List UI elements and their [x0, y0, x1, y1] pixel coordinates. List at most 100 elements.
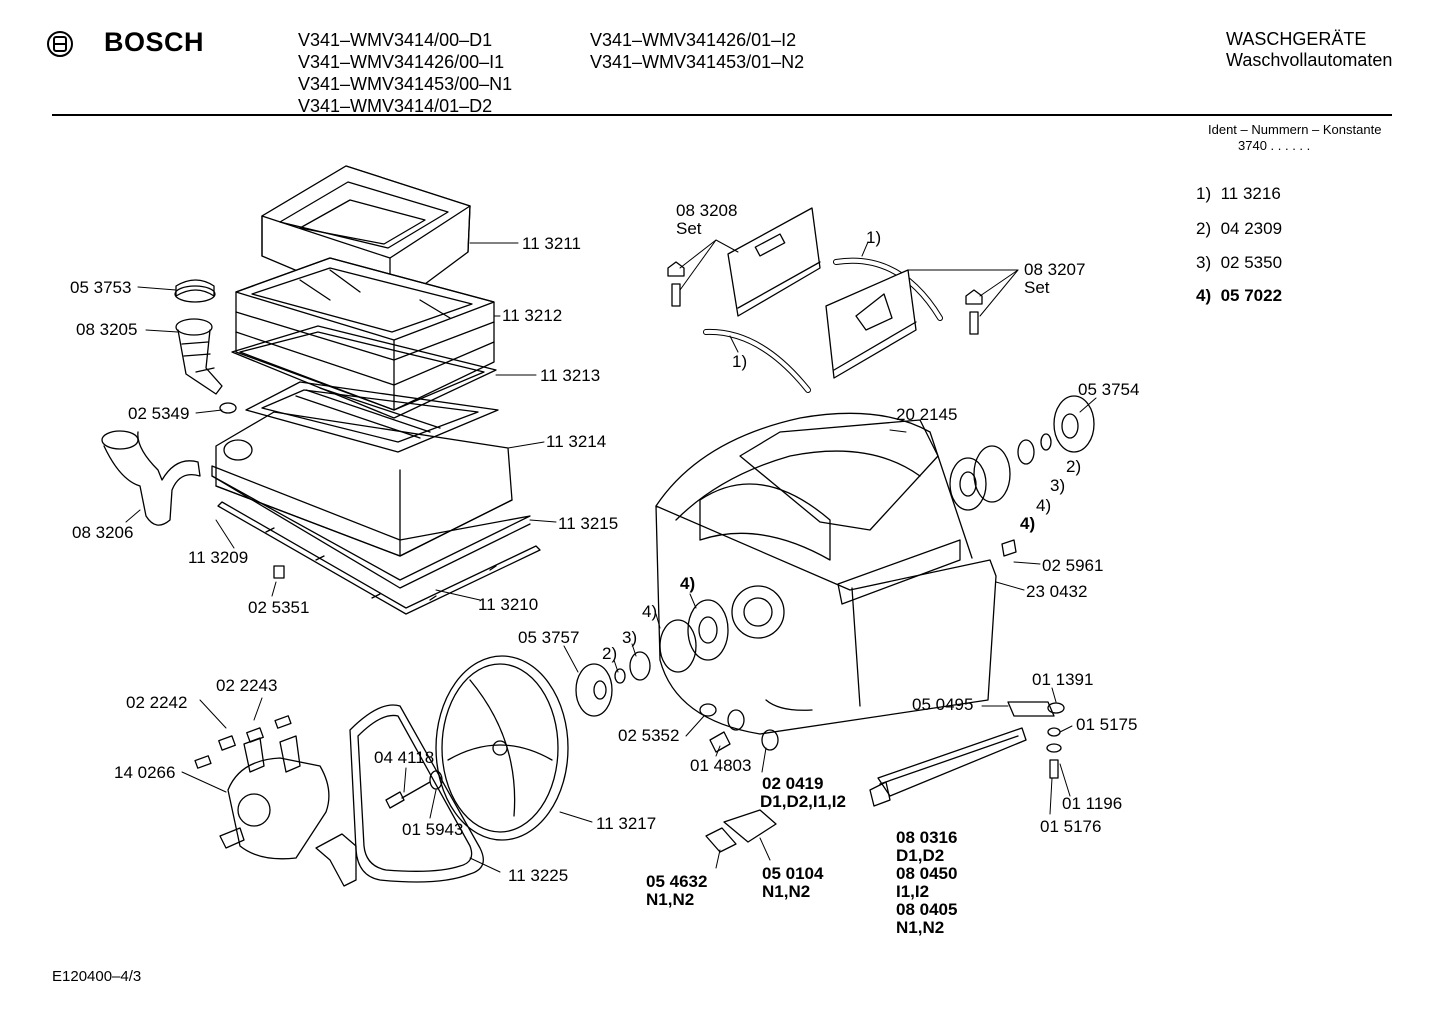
leader-lines	[125, 239, 1097, 873]
footnote-label: 4)	[1036, 496, 1052, 515]
category-line: WASCHGERÄTE	[1226, 29, 1367, 49]
part-label: 01 5943	[402, 820, 464, 839]
part-label: 11 3210	[478, 595, 539, 614]
part-variant-label: N1,N2	[646, 890, 695, 909]
part-label: Set	[676, 219, 702, 238]
part-variant-label: I1,I2	[896, 882, 930, 901]
ident-title: Ident – Nummern – Konstante	[1208, 122, 1382, 137]
pulley-drawing	[435, 655, 569, 841]
bosch-logo-icon	[46, 30, 74, 63]
part-label: 02 5352	[618, 726, 680, 745]
footnote-label: 2)	[1066, 457, 1082, 476]
clip-drawing	[273, 565, 285, 579]
part-label: 05 0104	[762, 864, 824, 883]
reference-item: 2) 04 2309	[1196, 219, 1283, 238]
part-label: 01 5176	[1040, 817, 1102, 836]
footnote-label: 1)	[866, 228, 882, 247]
motor-drawing	[194, 715, 357, 887]
part-label: 11 3211	[522, 234, 581, 253]
part-label: 05 4632	[646, 872, 708, 891]
part-label: 23 0432	[1026, 582, 1088, 601]
part-label: 05 3757	[518, 628, 580, 647]
model-item: V341–WMV341453/00–N1	[298, 74, 513, 94]
part-label: 08 3208	[676, 201, 738, 220]
part-label: 11 3212	[502, 306, 563, 325]
model-item: V341–WMV341453/01–N2	[590, 52, 805, 72]
part-label: 02 5349	[128, 404, 190, 423]
category-title: WASCHGERÄTE Waschvollautomaten	[1226, 29, 1392, 71]
part-label: 11 3217	[596, 814, 657, 833]
part-label: 01 1391	[1032, 670, 1094, 689]
part-label: 02 2242	[126, 693, 188, 712]
part-label: 08 0316	[896, 828, 958, 847]
part-label: 02 2243	[216, 676, 278, 695]
drawing-code: E120400–4/3	[52, 968, 142, 985]
flange-left-drawing	[575, 599, 729, 717]
part-label: Set	[1024, 278, 1050, 297]
part-label: 11 3214	[546, 432, 607, 451]
part-variant-label: D1,D2	[896, 846, 945, 865]
outer-drum-drawing	[655, 412, 997, 735]
header-divider	[52, 114, 1392, 116]
part-label: 02 0419	[762, 774, 824, 793]
footnote-label: 3)	[622, 628, 638, 647]
brand-name: BOSCH	[104, 27, 205, 57]
tub-housing-drawing	[215, 381, 513, 557]
part-label: 01 5175	[1076, 715, 1138, 734]
inner-drum-drawing	[699, 419, 961, 605]
part-label: 08 3206	[72, 523, 134, 542]
base-gasket-drawing	[211, 465, 531, 589]
model-list-secondary: V341–WMV341426/01–I2 V341–WMV341453/01–N…	[590, 29, 804, 73]
part-label: 11 3213	[540, 366, 601, 385]
panel-set-b-drawing	[825, 269, 917, 379]
hose-drawing	[175, 318, 237, 414]
part-label: 02 5351	[248, 598, 310, 617]
part-label: 08 3207	[1024, 260, 1086, 279]
part-label: 01 4803	[690, 756, 752, 775]
ident-value: 3740 . . . . . .	[1238, 138, 1311, 153]
reference-item: 4) 05 7022	[1196, 286, 1283, 305]
mounting-rail-drawing	[217, 501, 541, 615]
model-item: V341–WMV341426/01–I2	[590, 30, 797, 50]
reference-item: 3) 02 5350	[1196, 253, 1283, 272]
part-variant-label: N1,N2	[896, 918, 945, 937]
reference-item: 1) 11 3216	[1196, 184, 1281, 203]
drive-belt-drawing	[349, 704, 484, 883]
part-variant-label: N1,N2	[762, 882, 811, 901]
part-label: 05 3753	[70, 278, 132, 297]
part-label: 04 4118	[374, 748, 435, 767]
part-label: 02 5961	[1042, 556, 1104, 575]
part-label: 08 0450	[896, 864, 958, 883]
part-label: 05 3754	[1078, 380, 1140, 399]
hose-clamp-drawing	[174, 279, 216, 303]
part-label: 20 2145	[896, 405, 958, 424]
part-label: 08 3205	[76, 320, 138, 339]
bolt-drawing	[385, 770, 443, 809]
model-item: V341–WMV3414/00–D1	[298, 30, 493, 50]
footnote-label: 1)	[732, 352, 748, 371]
screw-set-a-drawing	[667, 261, 983, 335]
footnote-label: 2)	[602, 644, 618, 663]
part-variant-label: D1,D2,I1,I2	[760, 792, 846, 811]
fastener-parts-drawing	[699, 703, 779, 853]
footnote-label: 4)	[1020, 514, 1036, 533]
part-label: 01 1196	[1062, 794, 1123, 813]
footnote-label: 4)	[680, 574, 696, 593]
panel-set-a-drawing	[703, 207, 943, 393]
upper-tub-cover-drawing	[235, 257, 495, 411]
part-label: 05 0495	[912, 695, 974, 714]
part-label: 11 3209	[188, 548, 249, 567]
model-item: V341–WMV3414/01–D2	[298, 96, 493, 116]
part-label: 11 3215	[558, 514, 619, 533]
flange-right-drawing	[949, 395, 1095, 557]
tub-gasket-drawing	[231, 325, 497, 419]
heating-element-drawing	[869, 701, 1065, 807]
category-subline: Waschvollautomaten	[1226, 50, 1393, 70]
part-label: 08 0405	[896, 900, 958, 919]
model-item: V341–WMV341426/00–I1	[298, 52, 505, 72]
part-label: 11 3225	[508, 866, 569, 885]
part-label: 14 0266	[114, 763, 176, 782]
footnote-label: 4)	[642, 602, 658, 621]
